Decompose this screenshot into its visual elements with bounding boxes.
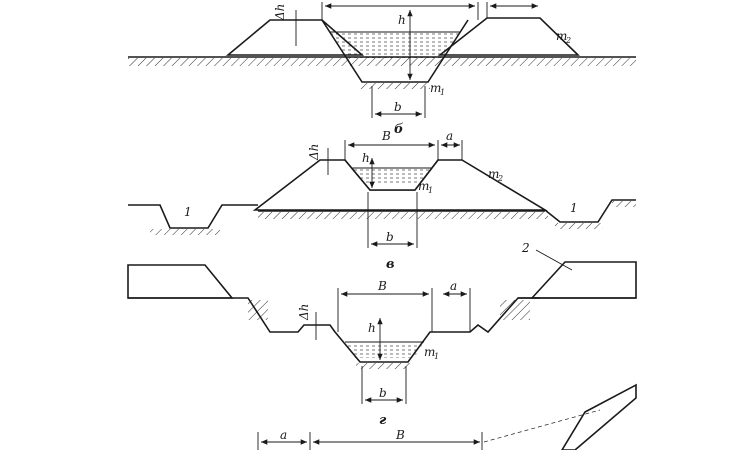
h-label-g: h <box>368 321 376 335</box>
section-d-partial: a B <box>257 383 637 450</box>
borrow-pit-label-right: 1 <box>570 201 578 215</box>
right-slope-hatch-g <box>500 300 530 320</box>
m2-sub-top: 2 <box>565 36 571 45</box>
right-embankment-top <box>437 17 580 56</box>
a-label-bottom: a <box>280 428 287 442</box>
h-label-top: h <box>398 13 406 27</box>
m1-label-middle: m <box>418 179 429 193</box>
b-label-middle: b <box>386 230 394 244</box>
m1-sub-g: 1 <box>434 352 439 361</box>
B-label-g: B <box>377 279 387 293</box>
b-label-top: b <box>394 100 402 114</box>
section-b: Δh h m 2 m 1 b б <box>128 2 636 137</box>
left-pit-hatch <box>150 229 220 235</box>
channel-outline-middle <box>344 159 439 191</box>
b-label-g: b <box>379 386 387 400</box>
right-spoil-bank <box>530 261 637 299</box>
B-label-middle: B <box>381 129 391 143</box>
dashed-reference-line <box>483 409 601 443</box>
h-label-middle: h <box>362 151 370 165</box>
left-spoil-bank <box>127 264 234 299</box>
m2-label-top: m <box>556 29 567 43</box>
a-label-middle: a <box>446 129 453 143</box>
ground-hatch-top <box>128 58 636 66</box>
slope-wedge-bottom <box>561 383 637 450</box>
a-label-g: a <box>450 279 457 293</box>
spoil-bank-label: 2 <box>521 241 530 255</box>
canal-channel-top <box>321 19 469 83</box>
water-top <box>330 32 460 58</box>
right-ground-hatch <box>612 201 636 207</box>
delta-ha-label-g: Δh <box>297 304 311 321</box>
m1-sub-middle: 1 <box>428 186 433 195</box>
canal-bed-hatch-g <box>356 363 411 369</box>
m1-label-top: m <box>430 81 441 95</box>
m1-label-g: m <box>424 345 435 359</box>
canal-bed-hatch-top <box>360 83 430 89</box>
m1-sub-top: 1 <box>440 88 445 97</box>
left-slope-hatch-g <box>248 300 268 320</box>
section-v: 1 1 B a Δh h m 2 m 1 <box>128 129 636 272</box>
figure-label-v: в <box>386 257 395 272</box>
borrow-pit-label-left: 1 <box>184 205 192 219</box>
ground-hatch-middle <box>258 212 548 219</box>
delta-ha-label-middle: Δh <box>307 144 321 161</box>
leader-2 <box>535 249 573 271</box>
figure-label-g: г <box>379 413 387 428</box>
right-borrow-pit <box>544 199 636 223</box>
figure-label-b: б <box>394 122 404 137</box>
B-label-bottom: B <box>395 428 405 442</box>
m2-sub-middle: 2 <box>497 174 503 183</box>
m2-label-middle: m <box>488 167 499 181</box>
section-g: 2 B a Δh h m 1 b г <box>127 241 637 428</box>
left-ground-g <box>128 297 336 333</box>
left-borrow-pit <box>128 204 258 229</box>
water-g <box>345 342 424 358</box>
right-pit-hatch <box>555 223 603 229</box>
delta-h-label-top: Δh <box>273 4 287 21</box>
